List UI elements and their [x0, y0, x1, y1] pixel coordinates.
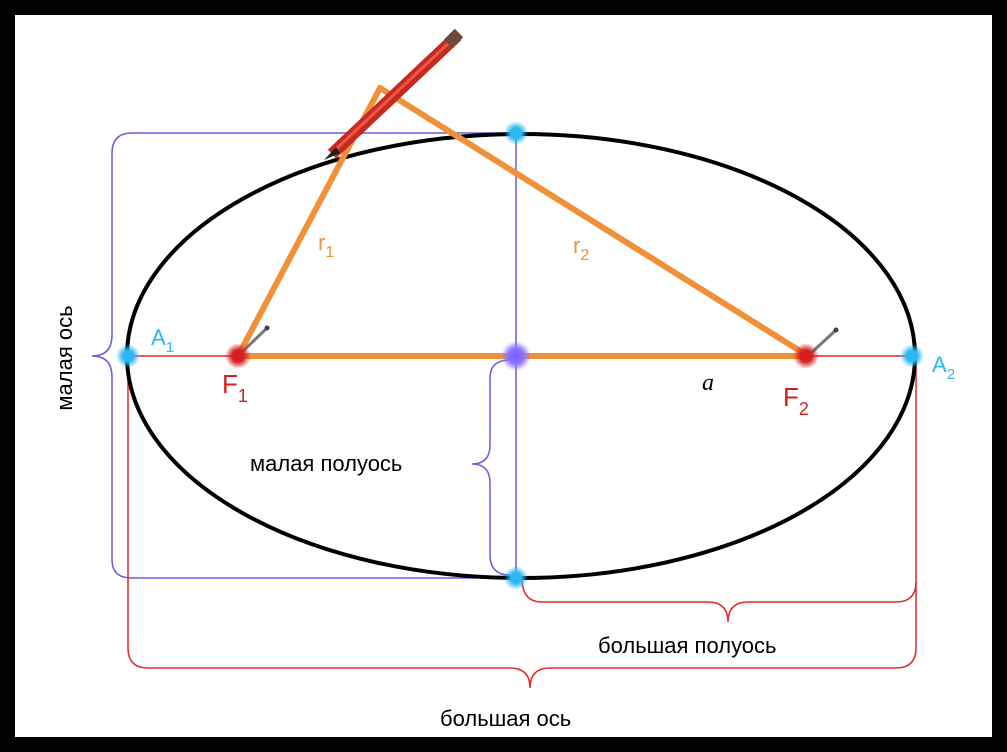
label-a-semimajor: a: [702, 370, 714, 396]
label-major-semiaxis: большая полуось: [598, 633, 777, 658]
vertex-point-a1: [116, 344, 140, 368]
vertex-point-a2: [900, 344, 924, 368]
label-major-axis: большая ось: [440, 706, 571, 731]
focus-point-f1: [225, 343, 251, 369]
minor-semiaxis-brace: [471, 359, 511, 576]
center-point: [501, 341, 531, 371]
vertex-point-bottom: [504, 566, 528, 590]
label-a2: A2: [932, 352, 955, 383]
vertex-point-top: [504, 121, 528, 145]
label-r2: r2: [573, 233, 589, 264]
label-f1: F1: [222, 369, 248, 406]
major-semiaxis-brace: [521, 577, 917, 623]
label-minor-axis: малая ось: [52, 305, 77, 410]
pencil-icon: [324, 28, 464, 160]
label-a1: A1: [151, 325, 174, 356]
focus-point-f2: [793, 343, 819, 369]
label-r1: r1: [318, 230, 334, 261]
canvas-background: [15, 15, 992, 737]
label-minor-semiaxis: малая полуось: [250, 451, 402, 476]
label-f2: F2: [783, 382, 809, 419]
